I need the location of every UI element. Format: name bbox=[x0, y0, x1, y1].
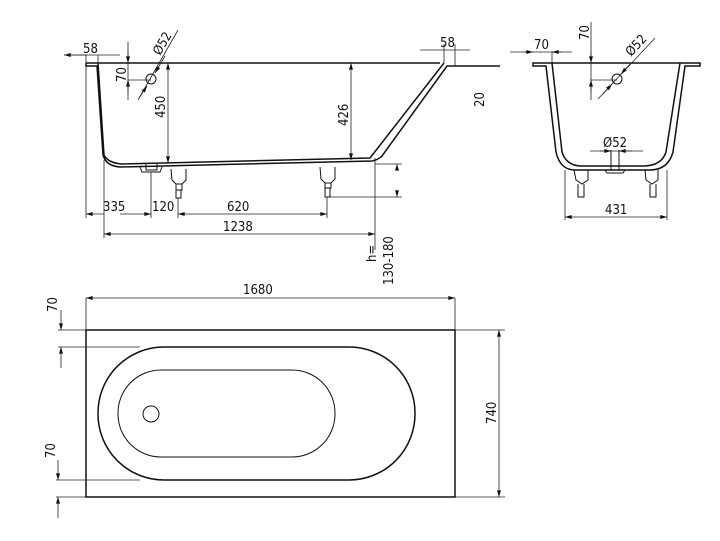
side-view-waste bbox=[139, 164, 163, 173]
end-view: 70 70 Ø52 Ø52 431 bbox=[510, 22, 701, 220]
dim-overflow-diameter: Ø52 bbox=[150, 30, 175, 58]
side-view-foot-right bbox=[319, 166, 336, 198]
top-view: 1680 740 70 70 bbox=[44, 283, 505, 518]
dim-top-length: 1680 bbox=[243, 283, 273, 298]
overflow-hole-side bbox=[145, 73, 157, 85]
dim-rim-left: 58 bbox=[83, 42, 98, 57]
drain-hole-top bbox=[142, 405, 160, 423]
end-view-foot-right bbox=[644, 169, 659, 198]
dim-rim-right: 58 bbox=[440, 36, 455, 51]
dim-rim-thickness: 20 bbox=[473, 92, 488, 107]
dim-top-width: 740 bbox=[485, 402, 500, 424]
dim-end-overflow-diameter: Ø52 bbox=[623, 32, 650, 60]
dim-top-rim-top: 70 bbox=[46, 297, 61, 312]
dim-height-label: h= bbox=[365, 245, 380, 262]
dim-overflow-offset: 70 bbox=[115, 67, 130, 82]
side-view-tub-outline bbox=[85, 62, 500, 168]
dim-end-bottom-width: 431 bbox=[605, 203, 627, 218]
dim-end-overflow-offset: 70 bbox=[578, 25, 593, 40]
dim-waste-offset: 335 bbox=[103, 200, 125, 215]
end-view-foot-left bbox=[573, 169, 589, 198]
side-view-foot-left bbox=[170, 168, 187, 199]
dim-end-rim: 70 bbox=[534, 38, 549, 53]
dim-depth-right: 426 bbox=[337, 104, 352, 126]
dim-foot-offset: 120 bbox=[152, 200, 174, 215]
overflow-hole-end bbox=[611, 73, 623, 85]
dim-bottom-length: 1238 bbox=[223, 220, 253, 235]
top-view-basin-edge bbox=[97, 346, 416, 481]
dim-depth-left: 450 bbox=[154, 96, 169, 118]
dim-end-waste-diameter: Ø52 bbox=[603, 136, 627, 151]
top-view-rim-outline bbox=[85, 329, 456, 498]
dim-top-rim-bottom: 70 bbox=[44, 443, 59, 458]
dim-foot-spacing: 620 bbox=[227, 200, 249, 215]
top-view-basin-bottom bbox=[117, 369, 336, 458]
end-view-tub-outline bbox=[532, 62, 701, 171]
dim-height-range: 130-180 bbox=[382, 236, 397, 285]
side-view: 58 70 Ø52 450 426 58 20 335 120 620 1238… bbox=[64, 30, 500, 285]
end-view-waste bbox=[604, 150, 626, 174]
